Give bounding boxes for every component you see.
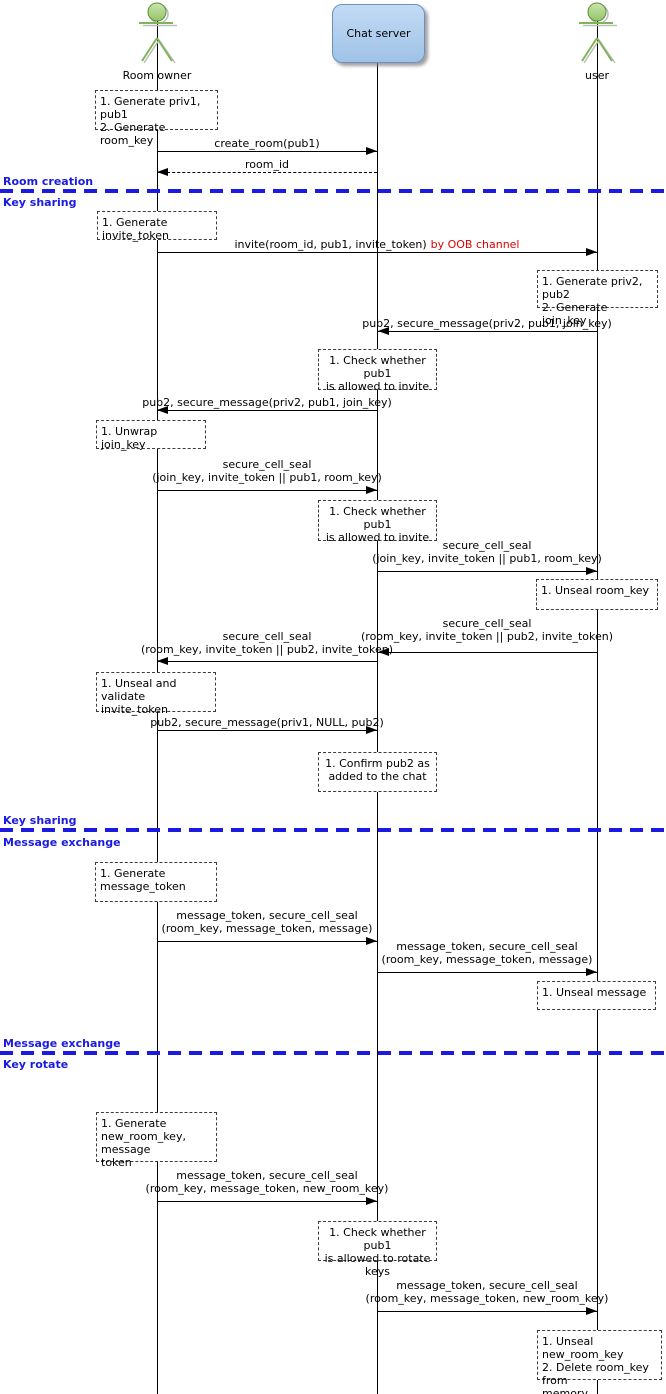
message-label: message_token, secure_cell_seal (room_ke…	[145, 1169, 389, 1195]
participant-label-room-owner: Room owner	[122, 69, 192, 82]
note: 1. Unwrap join_key	[96, 420, 206, 451]
message-label: invite(room_id, pub1, invite_token)by OO…	[235, 238, 520, 251]
arrow-head-icon	[378, 648, 389, 656]
message-arrow	[158, 1201, 377, 1202]
arrow-head-icon	[378, 327, 389, 335]
arrow-head-icon	[366, 486, 377, 494]
lifeline-user	[597, 20, 598, 1394]
message-arrow	[158, 730, 377, 731]
message-arrow	[378, 331, 597, 332]
note: 1. Unseal and validate invite_token	[96, 672, 216, 716]
note: 1. Unseal message	[537, 981, 656, 1010]
message-arrow	[157, 172, 377, 173]
note: 1. Generate new_room_key, message token	[96, 1112, 217, 1169]
arrow-head-icon	[586, 567, 597, 575]
arrow-head-icon	[157, 406, 168, 414]
section-label-room-creation: Room creation	[3, 175, 94, 188]
note: 1. Check whether pub1 is allowed to rota…	[318, 1221, 437, 1278]
message-label: secure_cell_seal (room_key, invite_token…	[141, 630, 393, 656]
message-label: message_token, secure_cell_seal (room_ke…	[365, 1279, 609, 1305]
message-label: pub2, secure_message(priv1, NULL, pub2)	[150, 716, 384, 729]
arrow-head-icon	[366, 937, 377, 945]
message-label: room_id	[245, 158, 289, 171]
message-arrow	[378, 652, 597, 653]
message-arrow	[378, 972, 597, 973]
message-arrow	[158, 941, 377, 942]
section-label-message-exchange: Message exchange	[3, 836, 121, 849]
lifeline-chat-server	[377, 61, 378, 1394]
server-box-label: Chat server	[346, 27, 411, 40]
message-arrow	[158, 490, 377, 491]
section-divider-line	[0, 1051, 666, 1055]
message-label: secure_cell_seal (join_key, invite_token…	[372, 539, 602, 565]
section-divider-line	[0, 189, 666, 193]
message-label-text: invite(room_id, pub1, invite_token)	[234, 238, 427, 251]
message-arrow	[378, 571, 597, 572]
arrow-head-icon	[366, 1197, 377, 1205]
arrow-head-icon	[366, 147, 377, 155]
message-arrow	[158, 151, 377, 152]
arrow-head-icon	[586, 968, 597, 976]
message-arrow	[378, 1311, 597, 1312]
arrow-head-icon	[157, 657, 168, 665]
arrow-head-icon	[586, 248, 597, 256]
note: 1. Generate priv1, pub1 2. Generate room…	[95, 90, 218, 147]
server-box: Chat server	[332, 4, 425, 63]
message-label: message_token, secure_cell_seal (room_ke…	[381, 940, 593, 966]
actor-icon-room-owner	[139, 2, 177, 64]
arrow-head-icon	[157, 168, 168, 176]
message-label: create_room(pub1)	[214, 137, 320, 150]
note: 1. Confirm pub2 as added to the chat	[318, 752, 437, 792]
section-label-message-exchange-end: Message exchange	[3, 1037, 121, 1050]
note: 1. Check whether pub1 is allowed to invi…	[318, 500, 437, 544]
section-label-key-sharing-end: Key sharing	[3, 814, 77, 827]
note: 1. Unseal room_key	[536, 579, 658, 610]
section-divider-line	[0, 828, 666, 832]
note: 1. Generate invite_token	[97, 211, 217, 242]
actor-icon-user	[579, 2, 617, 64]
note: 1. Generate message_token	[95, 862, 217, 902]
message-label: secure_cell_seal (join_key, invite_token…	[152, 458, 382, 484]
message-label: secure_cell_seal (room_key, invite_token…	[361, 617, 613, 643]
note: 1. Generate priv2, pub2 2. Generate join…	[537, 270, 658, 327]
note: 1. Unseal new_room_key 2. Delete room_ke…	[537, 1330, 662, 1394]
participant-label-user: user	[585, 69, 609, 82]
message-arrow	[157, 661, 377, 662]
note: 1. Check whether pub1 is allowed to invi…	[318, 349, 437, 393]
section-label-key-sharing: Key sharing	[3, 196, 77, 209]
message-label: message_token, secure_cell_seal (room_ke…	[161, 909, 373, 935]
message-arrow	[157, 410, 377, 411]
arrow-head-icon	[366, 726, 377, 734]
message-arrow	[158, 252, 597, 253]
message-label: pub2, secure_message(priv2, pub1, join_k…	[142, 396, 392, 409]
arrow-head-icon	[586, 1307, 597, 1315]
section-label-key-rotate: Key rotate	[3, 1058, 69, 1071]
message-label-oob-suffix: by OOB channel	[430, 238, 520, 251]
message-label: pub2, secure_message(priv2, pub1, join_k…	[362, 317, 612, 330]
